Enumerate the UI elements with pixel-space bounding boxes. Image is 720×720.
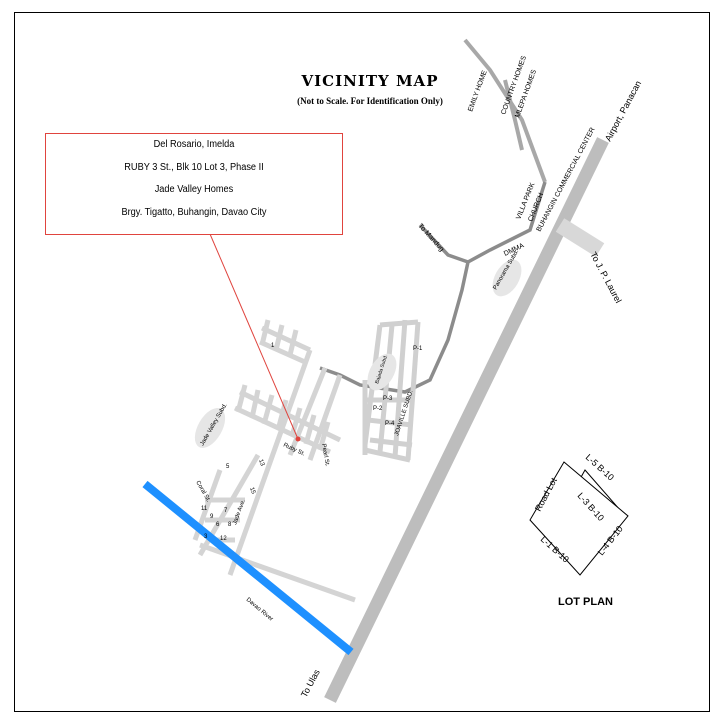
label-to-jp-laurel: To J. P. Laurel (588, 250, 623, 304)
mandug-road (319, 181, 547, 394)
label-to-mandug: To Mandug (417, 223, 445, 254)
label-num-8: 8 (228, 522, 232, 528)
lot-plan-title: LOT PLAN (558, 596, 613, 608)
jade-valley-area (194, 408, 226, 448)
label-p-1: P-1 (413, 346, 423, 352)
jp-laurel-road (555, 218, 605, 257)
label-pearl-st: Pearl St. (320, 443, 330, 467)
lot-plan-square (529, 461, 629, 576)
label-airport-panacan: Airport, Panacan (603, 79, 643, 143)
owner-info-box: Del Rosario, Imelda RUBY 3 St., Blk 10 L… (45, 133, 343, 235)
label-coral-st: Coral St. (194, 480, 211, 504)
owner-address: Brgy. Tigatto, Buhangin, Davao City (121, 206, 267, 218)
davao-river (142, 480, 354, 656)
highway-road (324, 137, 609, 703)
label-p-4: P-4 (385, 421, 395, 427)
owner-lot: RUBY 3 St., Blk 10 Lot 3, Phase II (124, 161, 264, 173)
label-p-3: P-3 (383, 396, 393, 402)
label-num-7: 7 (224, 508, 228, 514)
label-to-ulas: To Ulas (299, 667, 322, 699)
label-num-9: 9 (210, 514, 214, 520)
bajada-area (367, 353, 397, 391)
label-num-1: 1 (271, 343, 275, 349)
label-emily-home: EMILY HOME (467, 69, 489, 112)
label-num-3: 3 (204, 534, 208, 540)
label-num-12: 12 (220, 536, 227, 542)
panorama-area (492, 259, 522, 297)
mandug-branch-road (418, 223, 469, 264)
map-frame (14, 12, 710, 712)
location-marker (295, 436, 301, 442)
label-num-15: 15 (248, 487, 256, 496)
label-num-6: 6 (216, 522, 220, 528)
jade-valley-grid (192, 319, 356, 603)
map-title: VICINITY MAP (301, 72, 439, 90)
location-pointer-line (209, 233, 299, 440)
lot-label-top: L-5 B-10 (584, 452, 616, 483)
label-num-11: 11 (201, 506, 208, 512)
country-homes-road (463, 38, 547, 183)
label-num-13: 13 (257, 459, 265, 468)
label-davao-river: Davao River (245, 597, 274, 623)
joaville-grid (362, 319, 421, 463)
emily-home-road (503, 79, 524, 151)
owner-subdivision: Jade Valley Homes (154, 184, 234, 195)
owner-name: Del Rosario, Imelda (153, 139, 235, 150)
label-p-2: P-2 (373, 406, 383, 412)
map-subtitle: (Not to Scale. For Identification Only) (297, 96, 443, 106)
label-num-5: 5 (226, 464, 230, 470)
